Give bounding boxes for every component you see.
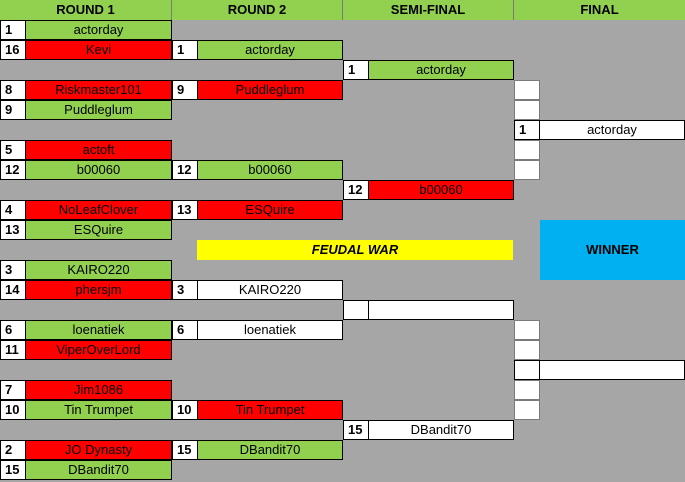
seed-number: 14 bbox=[0, 280, 26, 300]
seed-number: 3 bbox=[0, 260, 26, 280]
seed-number: 13 bbox=[0, 220, 26, 240]
header-final: FINAL bbox=[514, 0, 685, 20]
seed-number: 13 bbox=[172, 200, 198, 220]
player-name: KAIRO220 bbox=[25, 260, 172, 280]
player-name bbox=[368, 300, 514, 320]
player-name: loenatiek bbox=[25, 320, 172, 340]
player-name bbox=[539, 360, 685, 380]
seed-number: 15 bbox=[172, 440, 198, 460]
player-name: phersjm bbox=[25, 280, 172, 300]
player-name: KAIRO220 bbox=[197, 280, 343, 300]
seed-number: 6 bbox=[0, 320, 26, 340]
seed-number: 8 bbox=[0, 80, 26, 100]
seed-number: 11 bbox=[0, 340, 26, 360]
header-round-2: ROUND 2 bbox=[172, 0, 343, 20]
winner-box: WINNER bbox=[540, 220, 685, 280]
connector bbox=[514, 80, 540, 100]
player-name: b00060 bbox=[197, 160, 343, 180]
connector bbox=[514, 340, 540, 360]
seed-number: 9 bbox=[172, 80, 198, 100]
event-banner: FEUDAL WAR bbox=[197, 240, 513, 260]
player-name: actorday bbox=[539, 120, 685, 140]
seed-number: 1 bbox=[514, 120, 540, 140]
seed-number: 15 bbox=[343, 420, 369, 440]
player-name: NoLeafClover bbox=[25, 200, 172, 220]
player-name: actoft bbox=[25, 140, 172, 160]
player-name: Jim1086 bbox=[25, 380, 172, 400]
seed-number: 4 bbox=[0, 200, 26, 220]
player-name: actorday bbox=[368, 60, 514, 80]
seed-number: 5 bbox=[0, 140, 26, 160]
player-name: Kevi bbox=[25, 40, 172, 60]
player-name: DBandit70 bbox=[368, 420, 514, 440]
player-name: Tin Trumpet bbox=[25, 400, 172, 420]
header-semi-final: SEMI-FINAL bbox=[343, 0, 514, 20]
player-name: b00060 bbox=[25, 160, 172, 180]
connector bbox=[514, 160, 540, 180]
connector bbox=[514, 380, 540, 400]
player-name: DBandit70 bbox=[25, 460, 172, 480]
seed-number: 16 bbox=[0, 40, 26, 60]
seed-number: 12 bbox=[172, 160, 198, 180]
seed-number: 1 bbox=[0, 20, 26, 40]
player-name: b00060 bbox=[368, 180, 514, 200]
seed-number: 12 bbox=[0, 160, 26, 180]
seed-number: 9 bbox=[0, 100, 26, 120]
seed-number bbox=[514, 360, 540, 380]
player-name: ESQuire bbox=[197, 200, 343, 220]
player-name: ESQuire bbox=[25, 220, 172, 240]
seed-number: 10 bbox=[172, 400, 198, 420]
player-name: Puddleglum bbox=[197, 80, 343, 100]
player-name: actorday bbox=[197, 40, 343, 60]
player-name: DBandit70 bbox=[197, 440, 343, 460]
seed-number: 1 bbox=[343, 60, 369, 80]
seed-number: 3 bbox=[172, 280, 198, 300]
connector bbox=[514, 140, 540, 160]
connector bbox=[514, 100, 540, 120]
header-round-1: ROUND 1 bbox=[0, 0, 172, 20]
seed-number: 1 bbox=[172, 40, 198, 60]
connector bbox=[514, 320, 540, 340]
player-name: actorday bbox=[25, 20, 172, 40]
seed-number: 6 bbox=[172, 320, 198, 340]
player-name: Riskmaster101 bbox=[25, 80, 172, 100]
seed-number: 7 bbox=[0, 380, 26, 400]
player-name: Puddleglum bbox=[25, 100, 172, 120]
player-name: JO Dynasty bbox=[25, 440, 172, 460]
seed-number bbox=[343, 300, 369, 320]
seed-number: 10 bbox=[0, 400, 26, 420]
player-name: ViperOverLord bbox=[25, 340, 172, 360]
player-name: Tin Trumpet bbox=[197, 400, 343, 420]
connector bbox=[514, 400, 540, 420]
seed-number: 15 bbox=[0, 460, 26, 480]
seed-number: 2 bbox=[0, 440, 26, 460]
player-name: loenatiek bbox=[197, 320, 343, 340]
seed-number: 12 bbox=[343, 180, 369, 200]
